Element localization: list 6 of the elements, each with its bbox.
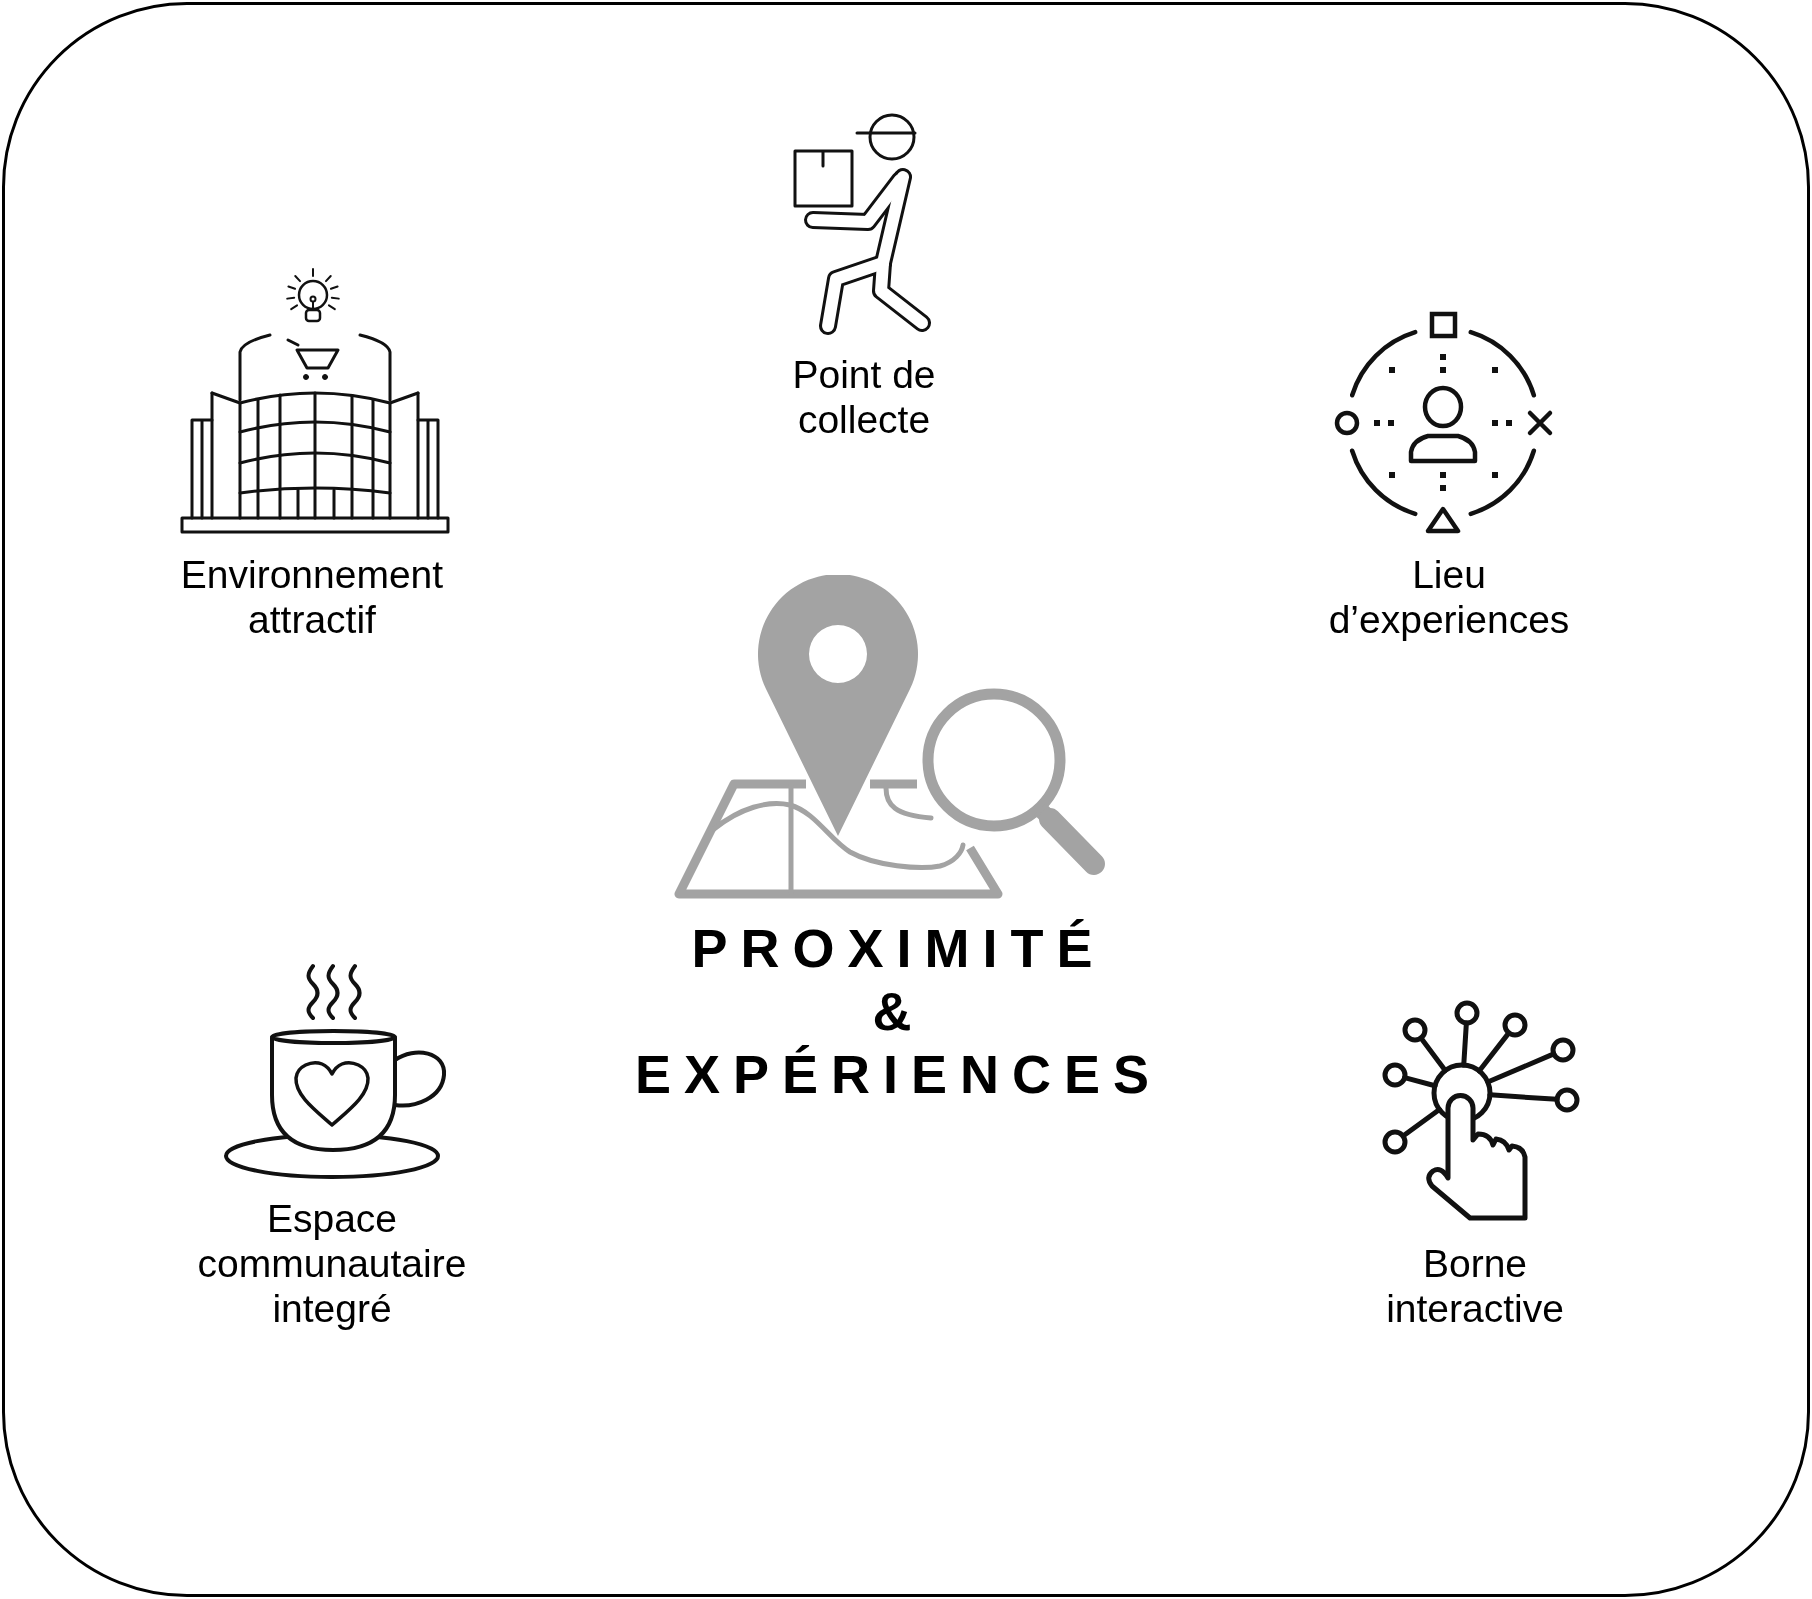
caption: Borne interactive	[1385, 1241, 1565, 1331]
title: PROXIMITÉ & EXPÉRIENCES	[633, 917, 1164, 1106]
caption: Point de collecte	[791, 352, 937, 442]
caption: Espace communautaire integré	[196, 1196, 468, 1331]
caption: Lieu d’experiences	[1327, 552, 1571, 642]
caption: Environnement attractif	[179, 552, 445, 642]
